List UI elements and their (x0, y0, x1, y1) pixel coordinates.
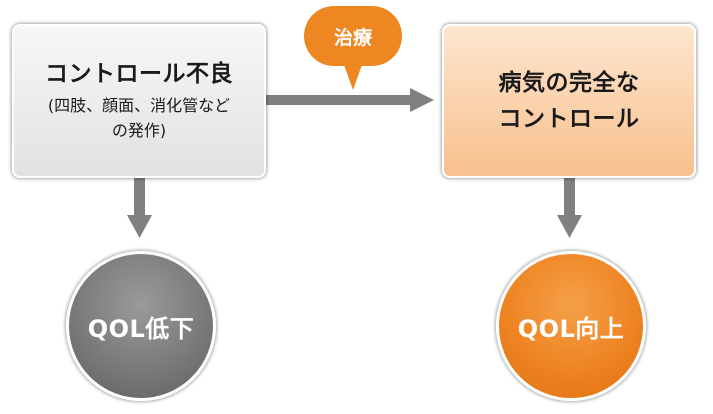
poor-control-subtext: (四肢、顔面、消化管など の発作) (48, 93, 230, 143)
qol-decrease-label: QOL低下 (87, 314, 195, 343)
poor-control-subtext-line1: (四肢、顔面、消化管など (47, 96, 231, 115)
complete-control-box: 病気の完全な コントロール (442, 24, 696, 178)
poor-control-title: コントロール不良 (45, 61, 233, 87)
treatment-bubble: 治療 (304, 6, 402, 66)
poor-control-subtext-line2: の発作) (111, 121, 167, 140)
bubble-tail (343, 62, 363, 90)
left-down-arrow (127, 178, 152, 238)
qol-decrease-circle: QOL低下 (66, 251, 216, 401)
qol-improvement-label: QOL向上 (517, 314, 625, 343)
treatment-label: 治療 (333, 26, 372, 49)
poor-control-box: コントロール不良 (四肢、顔面、消化管など の発作) (12, 24, 266, 178)
qol-improvement-circle: QOL向上 (496, 251, 646, 401)
treatment-arrow (266, 88, 434, 112)
complete-control-title-line1: 病気の完全な (498, 70, 640, 96)
right-down-arrow (557, 178, 582, 238)
complete-control-title-line2: コントロール (498, 106, 640, 132)
